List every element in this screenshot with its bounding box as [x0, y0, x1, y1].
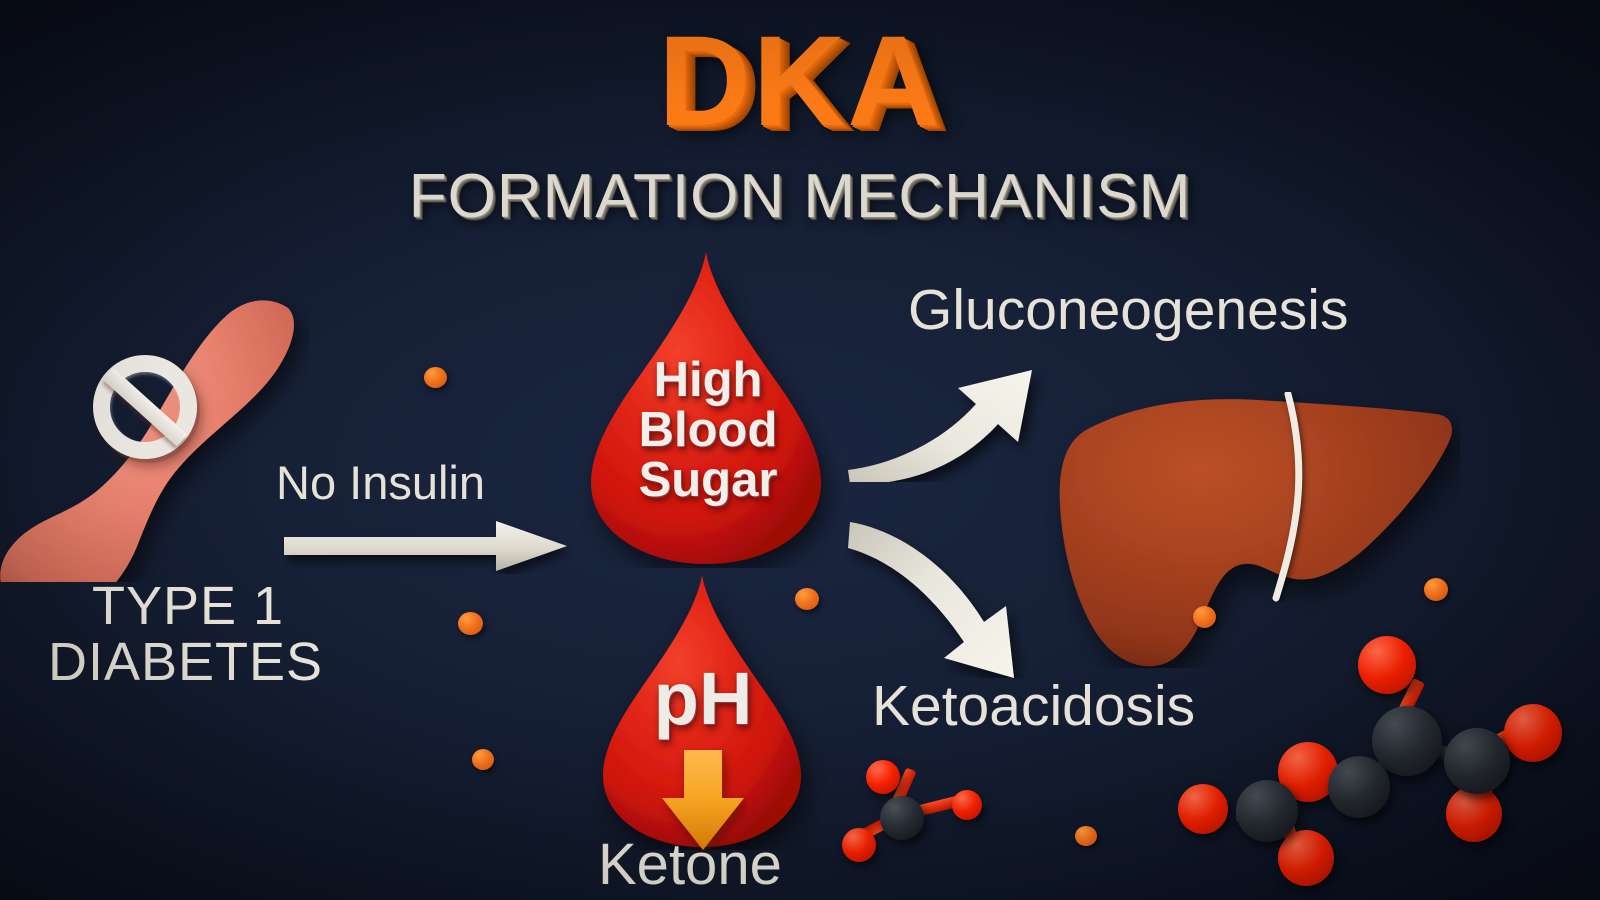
carbon-atom	[1236, 780, 1298, 842]
page-subtitle: FORMATION MECHANISM	[408, 162, 1192, 231]
carbon-atom	[1444, 728, 1510, 794]
oxygen-atom	[1504, 704, 1562, 762]
liver-organ	[1059, 399, 1452, 667]
ketone-drop	[603, 575, 801, 847]
small-molecule	[840, 752, 1000, 872]
carbon-atom	[880, 796, 924, 840]
pancreas-label-line1: TYPE 1	[92, 576, 285, 636]
no-insulin-arrow	[284, 521, 567, 571]
oxygen-atom	[1278, 830, 1334, 886]
ph-down-arrow-icon	[662, 750, 744, 850]
carbon-atom	[1328, 756, 1390, 818]
no-insulin-label: No Insulin	[276, 456, 485, 509]
carbon-atom	[1372, 706, 1442, 776]
ketone-label: Ketone	[598, 832, 782, 897]
prohibition-sign-icon	[93, 355, 197, 459]
page-title: DKA	[658, 10, 942, 153]
gluconeogenesis-arrow	[848, 370, 1032, 482]
glucose-particle	[424, 367, 447, 388]
glucose-particle	[1193, 606, 1216, 628]
oxygen-atom	[842, 828, 876, 862]
oxygen-atom	[866, 760, 900, 794]
oxygen-atom	[1178, 784, 1228, 834]
oxygen-atom	[1358, 636, 1416, 694]
oxygen-atom	[952, 790, 982, 820]
ketoacidosis-arrow	[848, 522, 1014, 678]
ketone-ph-symbol: pH	[653, 657, 753, 740]
high-blood-sugar-drop	[591, 252, 821, 564]
glucose-particle	[1424, 578, 1448, 601]
glucose-particle	[795, 588, 819, 610]
glucose-particle	[1075, 826, 1097, 846]
liver-ligament	[1272, 392, 1303, 602]
oxygen-atom	[1446, 786, 1502, 842]
glucose-particle	[458, 612, 483, 635]
high-blood-sugar-text: High Blood Sugar	[638, 353, 778, 507]
large-molecule	[1160, 608, 1600, 900]
gluconeogenesis-label: Gluconeogenesis	[908, 278, 1349, 342]
glucose-particle	[472, 749, 494, 770]
pancreas-label-line2: DIABETES	[48, 632, 324, 692]
ketoacidosis-label: Ketoacidosis	[872, 674, 1196, 738]
